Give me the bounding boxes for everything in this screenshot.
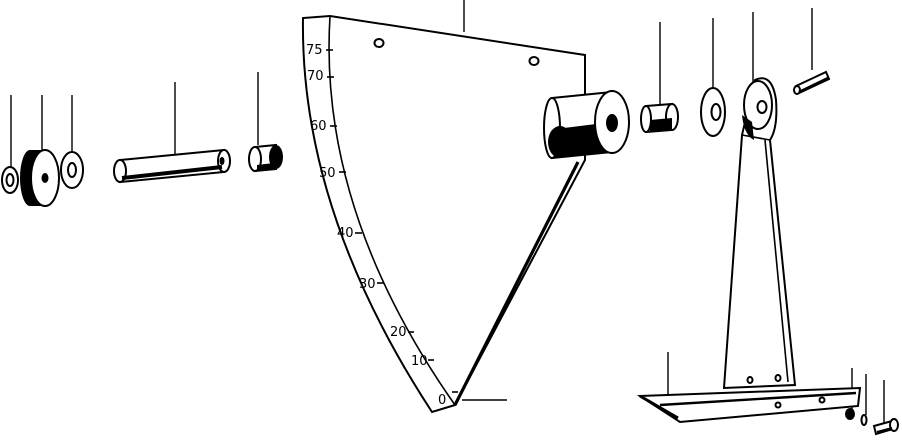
flat-washer-left [60,151,84,189]
small-ring-washer [1,166,19,194]
long-shaft [113,148,231,184]
scale-label-75: 75 [306,43,323,58]
flat-washer-right [700,87,726,137]
scale-label-20: 20 [390,325,407,340]
plate-hub [543,90,630,160]
leader-lines [10,0,885,424]
scale-label-50: 50 [319,166,336,181]
nut [845,408,855,420]
scale-labels: 75 70 60 50 40 30 20 10 0 [306,43,446,408]
small-sleeve [640,102,679,134]
dowel-pin [793,70,831,95]
lock-washer [860,414,868,426]
scale-label-30: 30 [359,277,376,292]
base-plate [636,386,862,424]
scale-label-70: 70 [307,69,324,84]
support-stand [722,77,797,390]
scale-label-10: 10 [411,354,428,369]
wheel-hub [20,149,60,207]
scale-label-60: 60 [310,119,327,134]
scale-ticks [326,49,458,393]
sector-scale-plate: 75 70 60 50 40 30 20 10 0 [301,14,586,414]
scale-label-0: 0 [438,393,446,408]
scale-label-40: 40 [337,226,354,241]
short-bushing [248,143,283,173]
bolt [872,418,899,436]
